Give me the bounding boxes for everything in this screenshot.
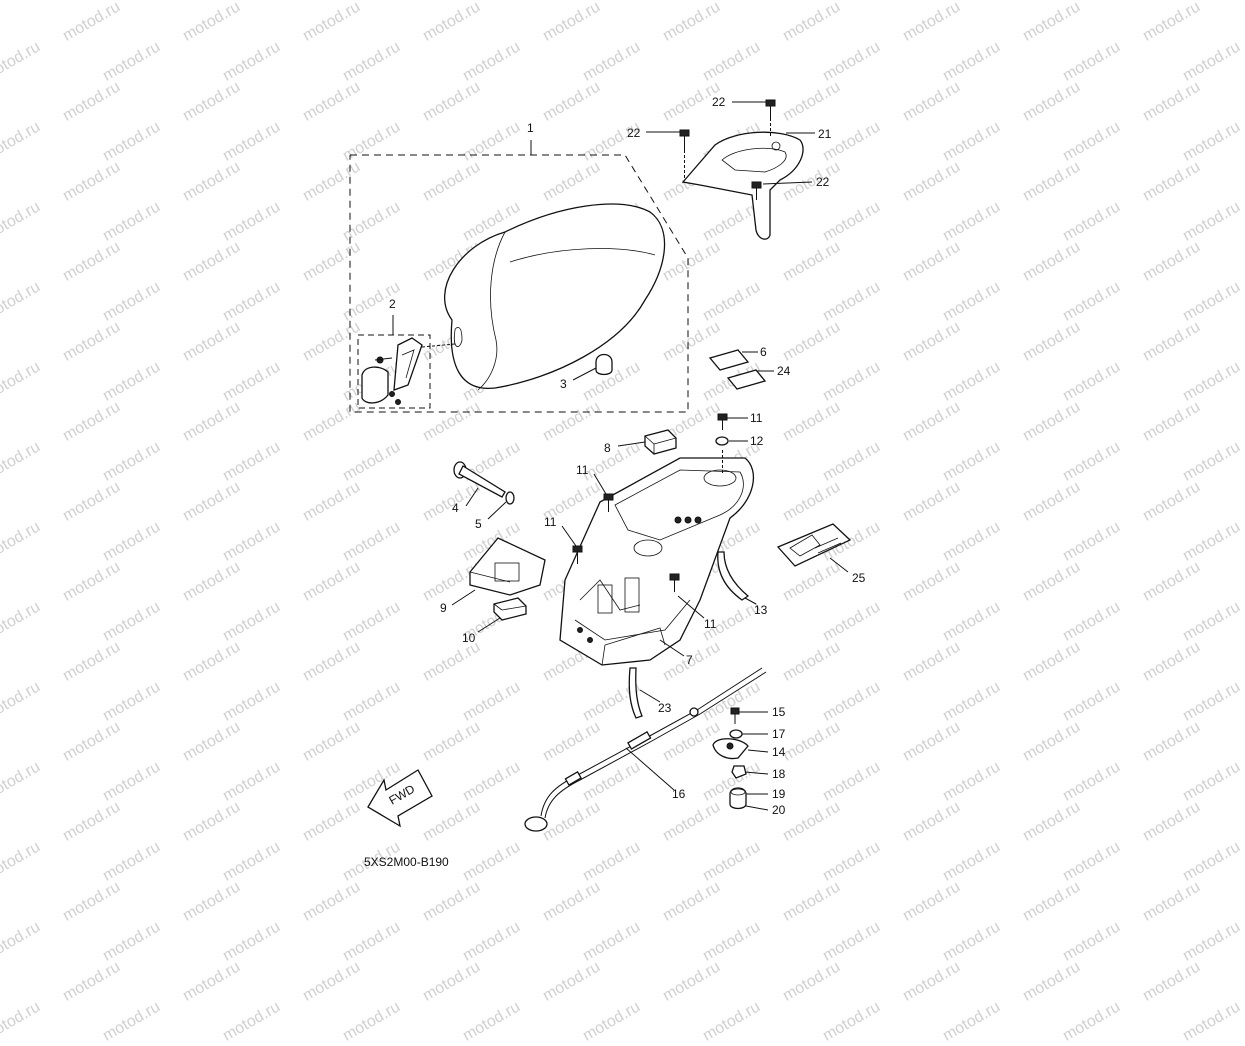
callout-12: 12: [750, 434, 764, 448]
callout-15: 15: [772, 705, 786, 719]
seat-damper: [595, 353, 613, 376]
pivot-shaft: [453, 461, 515, 505]
hose-23: [628, 667, 643, 719]
hose-13: [717, 551, 750, 601]
callout-11-a: 11: [576, 463, 589, 477]
callout-19: 19: [772, 787, 786, 801]
callout-24: 24: [777, 364, 791, 378]
callout-13: 13: [754, 603, 768, 617]
watermark-text: motod.ru: [180, 958, 244, 1005]
cable-holder-hardware: [712, 707, 749, 810]
leader-lines: [392, 101, 849, 811]
callout-1: 1: [527, 121, 534, 135]
watermark-text: motod.ru: [300, 958, 364, 1005]
bolt-11-b: [572, 545, 583, 564]
callout-6: 6: [760, 345, 767, 359]
callout-17: 17: [772, 727, 786, 741]
bolt-22-c: [751, 181, 762, 200]
callout-22-b: 22: [712, 95, 726, 109]
callout-8: 8: [604, 441, 611, 455]
owners-manual: [776, 523, 852, 567]
callout-22-a: 22: [627, 126, 641, 140]
callout-18: 18: [772, 767, 786, 781]
diagram-code: 5XS2M00-B190: [364, 855, 449, 869]
callout-20: 20: [772, 803, 786, 817]
callout-14: 14: [772, 745, 786, 759]
bolt-22-b: [765, 99, 776, 138]
watermark-text: motod.ru: [780, 958, 844, 1005]
callout-7: 7: [686, 653, 693, 667]
callout-10: 10: [462, 631, 476, 645]
watermark-text: motod.ru: [60, 958, 124, 1005]
grab-rail: [681, 131, 804, 240]
bolt-11-c: [669, 573, 680, 592]
seat-assembly-outline: [349, 154, 689, 413]
bolt-22-a: [679, 129, 690, 178]
forward-direction-arrow: FWD: [367, 769, 433, 828]
watermark-text: motod.ru: [580, 998, 644, 1045]
watermark-text: motod.ru: [0, 958, 4, 1005]
callouts: 1 2 3 4 5 6 7 8 9 10 11 11 11 11 12 13 1…: [389, 95, 866, 817]
bolt-11-d: [717, 413, 728, 474]
callout-5: 5: [475, 517, 482, 531]
watermark-text: motod.ru: [540, 958, 604, 1005]
seat-lock: [361, 337, 456, 405]
washer-12: [715, 436, 729, 446]
watermark-text: motod.ru: [1020, 958, 1084, 1005]
seat-lock-cable: [524, 667, 767, 832]
seat-lock-outline: [357, 334, 431, 409]
watermark-text: motod.ru: [1180, 998, 1244, 1045]
watermark-text: motod.ru: [900, 958, 964, 1005]
watermark-text: motod.ru: [1140, 958, 1204, 1005]
callout-11-b: 11: [544, 515, 557, 529]
watermark-text: motod.ru: [100, 998, 164, 1045]
watermark-text: motod.ru: [1060, 998, 1124, 1045]
watermark-text: motod.ru: [660, 958, 724, 1005]
bolt-11-a: [603, 493, 614, 512]
callout-9: 9: [440, 601, 447, 615]
watermark-text: motod.ru: [820, 998, 884, 1045]
callout-4: 4: [452, 501, 459, 515]
callout-25: 25: [852, 571, 866, 585]
callout-16: 16: [672, 787, 686, 801]
watermark-text: motod.ru: [0, 998, 44, 1045]
pad-8: [644, 429, 677, 455]
watermark-text: motod.ru: [700, 998, 764, 1045]
exploded-parts-diagram: FWD 1 2 3 4: [349, 95, 866, 869]
callout-11-c: 11: [704, 617, 717, 631]
watermark-text: motod.ru: [460, 998, 524, 1045]
callout-21: 21: [818, 127, 832, 141]
label-sheets: [708, 349, 767, 390]
seat: [444, 203, 666, 391]
bracket-9: [469, 537, 546, 596]
callout-22-c: 22: [816, 175, 830, 189]
callout-2: 2: [389, 297, 396, 311]
callout-11-d: 11: [750, 411, 763, 425]
pad-10: [493, 597, 527, 621]
callout-23: 23: [658, 701, 672, 715]
watermark-text: motod.ru: [340, 998, 404, 1045]
watermark-text: motod.ru: [940, 998, 1004, 1045]
watermark-text: motod.ru: [420, 958, 484, 1005]
watermark-text: motod.ru: [220, 998, 284, 1045]
callout-3: 3: [560, 377, 567, 391]
